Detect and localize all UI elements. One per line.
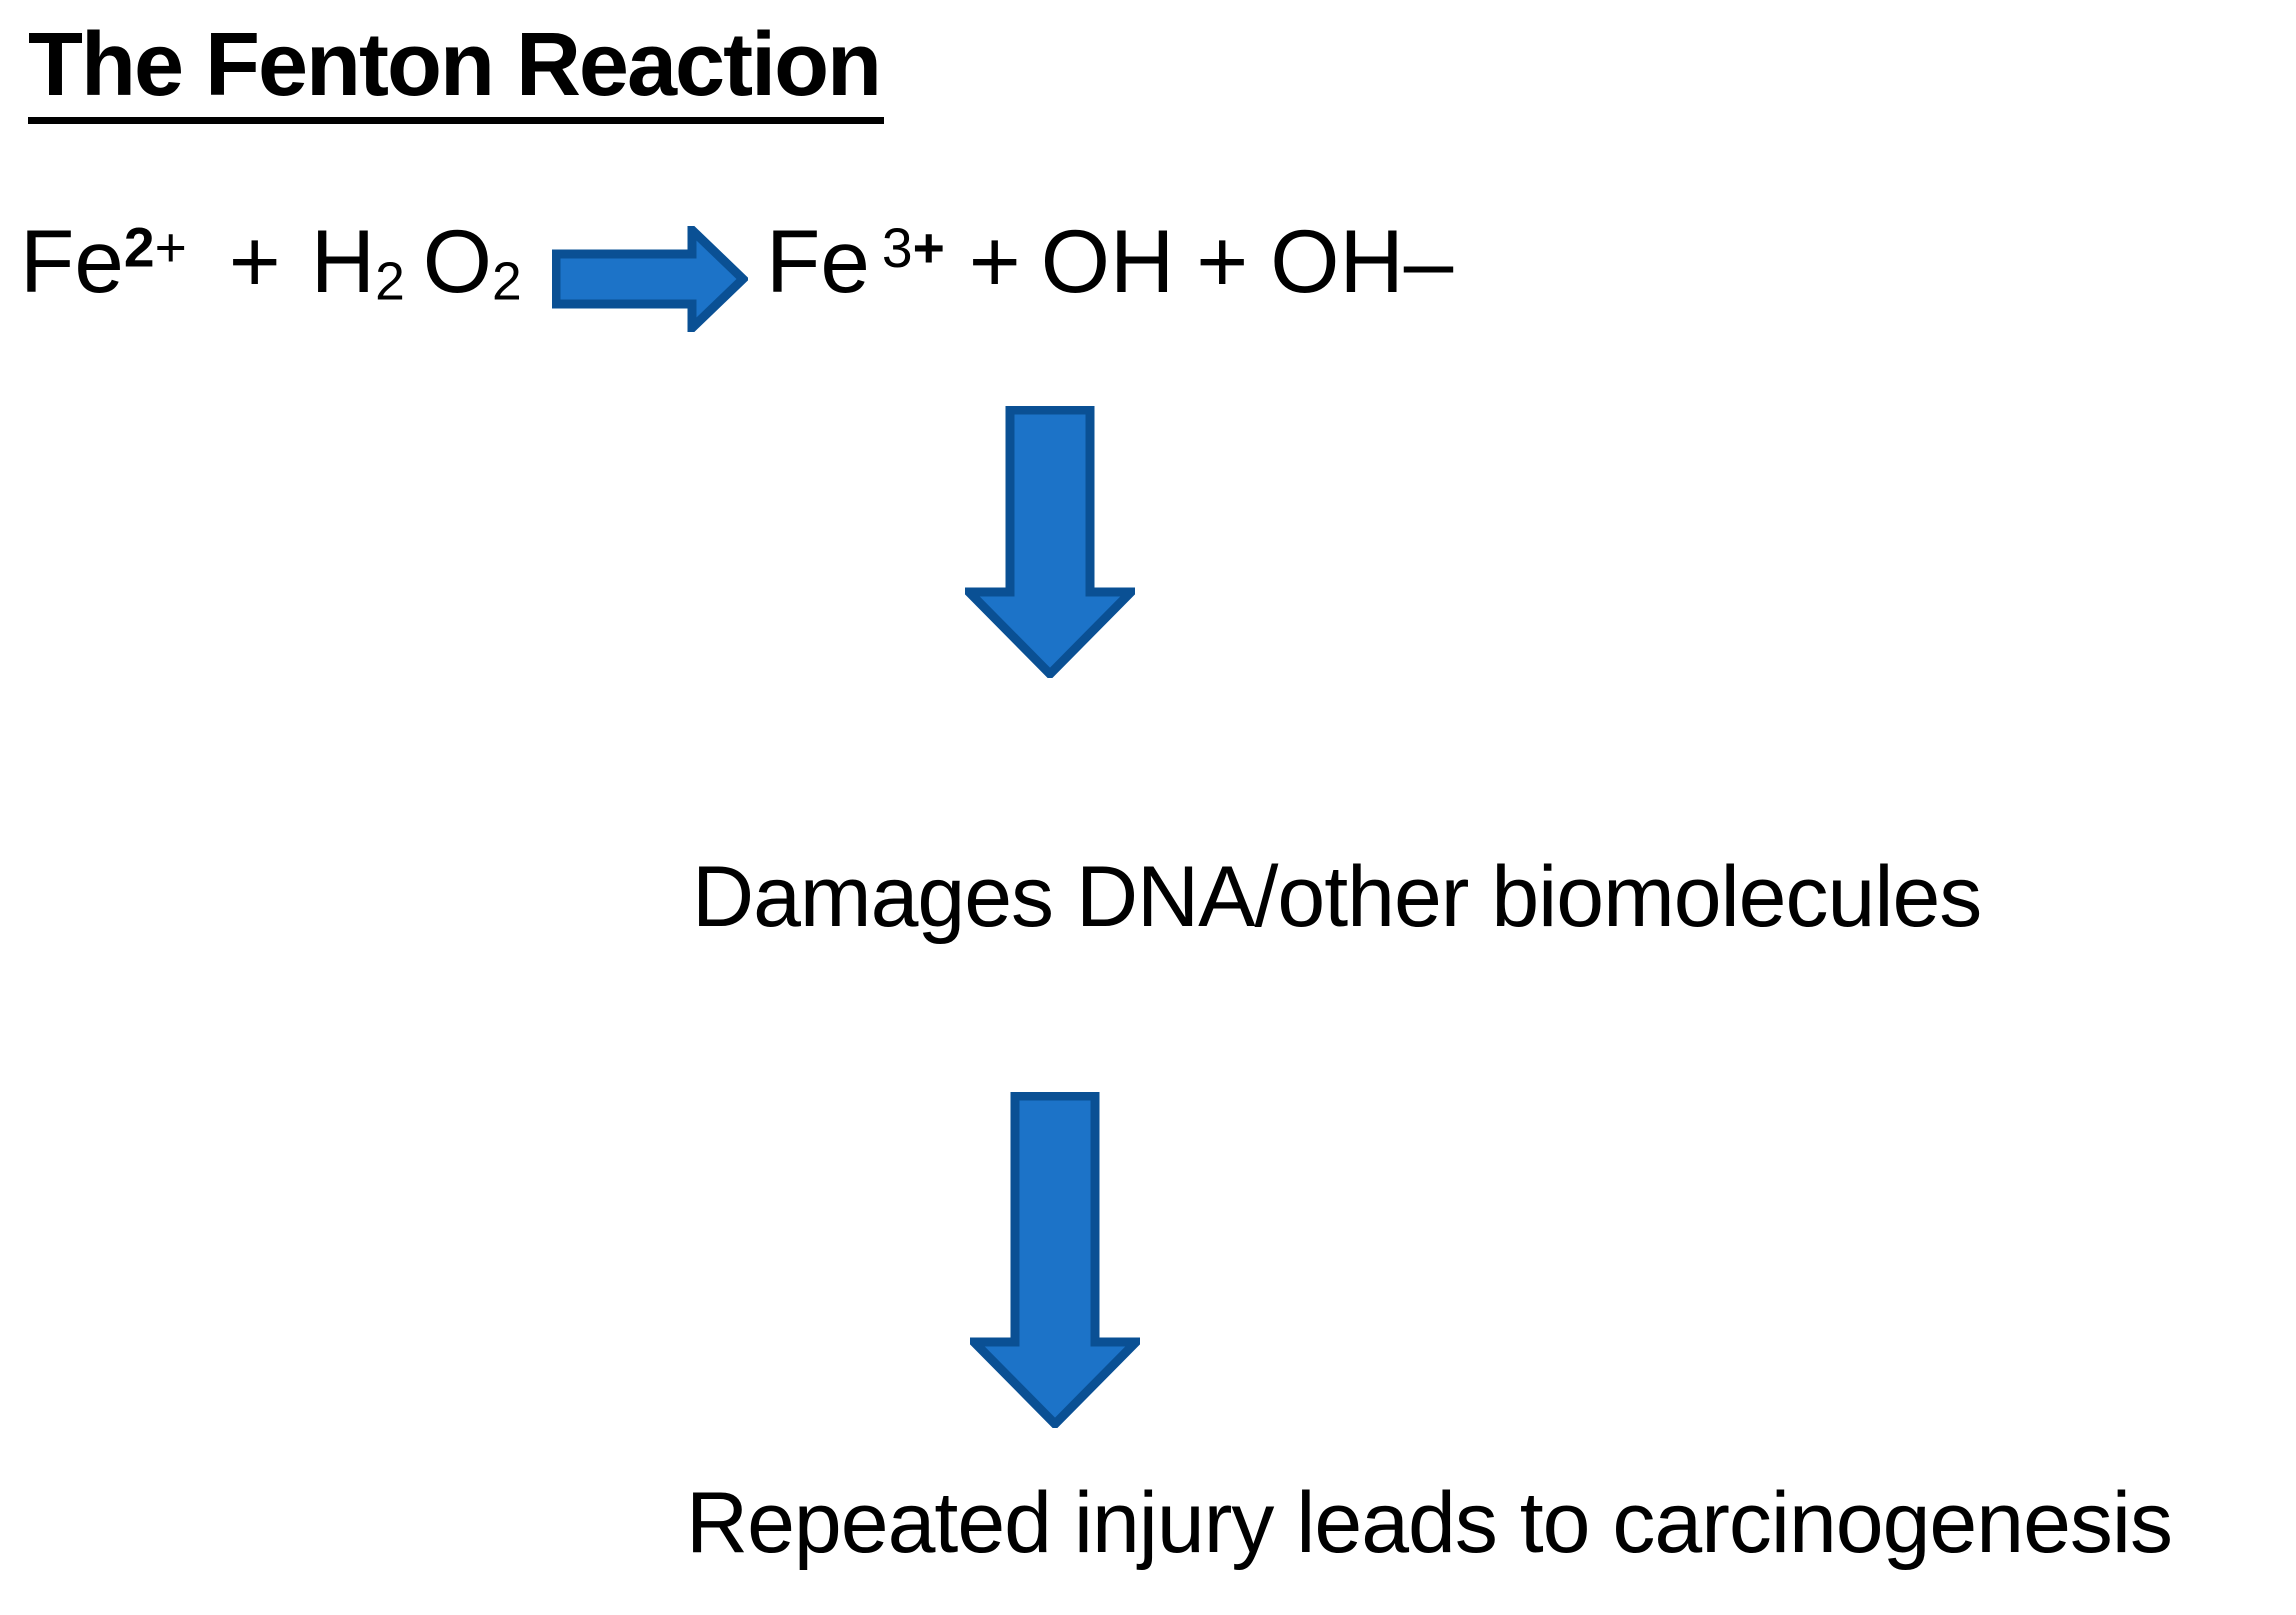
flow-down-arrow-icon-2: [970, 1092, 1140, 1428]
fe2-charge-sign: +: [154, 216, 187, 279]
fe3-charge-superscript: 3+: [882, 217, 945, 279]
hydroxide-ion: OH: [1270, 211, 1404, 311]
reactant-plus-sign: +: [228, 211, 281, 311]
oxygen-symbol: O: [422, 211, 492, 311]
flow-down-arrow-icon-1: [965, 406, 1135, 678]
hydrogen-subscript: 2: [375, 252, 405, 312]
flow-step-carcinogenesis-label: Repeated injury leads to carcinogenesis: [686, 1475, 2173, 1571]
flow-step-damages-label: Damages DNA/other biomolecules: [692, 849, 1982, 945]
reaction-right-arrow-icon: [552, 226, 748, 332]
fe3-charge-sign: +: [912, 216, 945, 279]
fe2-charge-superscript: 2+: [124, 217, 187, 279]
fe2-charge-digit: 2: [123, 216, 155, 279]
product-fe: Fe: [766, 211, 870, 311]
oxygen-subscript: 2: [492, 252, 522, 312]
hydrogen-symbol: H: [310, 211, 376, 311]
slide-title: The Fenton Reaction: [28, 16, 885, 124]
product-plus-sign-1: +: [968, 211, 1021, 311]
reactant-fe: Fe: [20, 211, 124, 311]
product-plus-sign-2: +: [1196, 211, 1249, 311]
fe3-charge-digit: 3: [881, 216, 913, 279]
hydroxyl-radical: OH: [1040, 211, 1175, 311]
hydroxide-minus-sign: –: [1403, 211, 1454, 311]
